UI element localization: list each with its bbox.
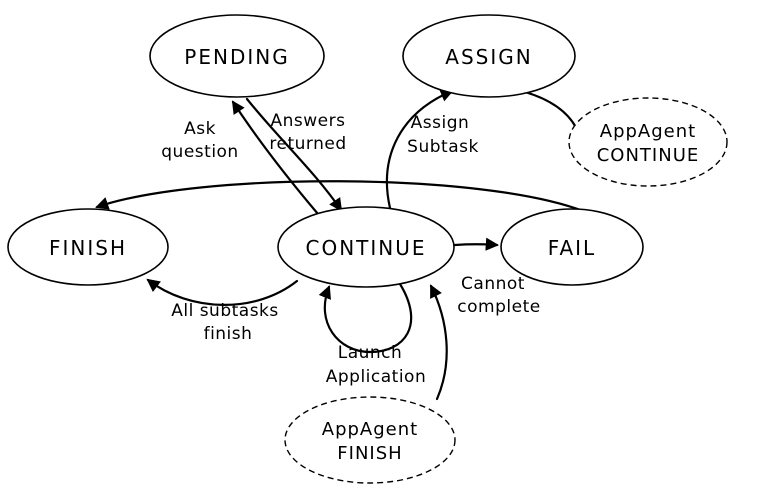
fail-ellipse — [500, 208, 644, 286]
state-appagent-finish-node: AppAgent FINISH — [284, 396, 456, 484]
appagent-finish-ellipse — [284, 396, 456, 484]
state-assign-node: ASSIGN — [402, 14, 576, 98]
edge-label-launch-application-line1: Launch — [338, 343, 403, 363]
state-continue-node: CONTINUE — [277, 206, 455, 288]
edge-label-assign-subtask-line2: Subtask — [407, 137, 479, 157]
edge-appagent-finish-to-continue — [429, 284, 448, 401]
edge-label-cannot-complete-line2: complete — [457, 297, 540, 317]
edge-continue-to-pending — [231, 100, 320, 216]
edge-label-answers-returned-line1: Answers — [271, 111, 346, 131]
continue-ellipse — [277, 206, 455, 288]
nodes-layer: PENDING ASSIGN FINISH CONTINUE FAIL AppA — [7, 14, 728, 484]
edges-layer — [95, 89, 589, 401]
finish-label: FINISH — [49, 236, 127, 260]
edge-label-cannot-complete-line1: Cannot — [461, 274, 525, 294]
assign-ellipse — [402, 14, 576, 98]
finish-ellipse — [7, 208, 169, 286]
edge-continue-to-finish — [146, 278, 299, 306]
edge-pending-to-continue — [245, 97, 343, 212]
edge-label-assign-subtask-line1: Assign — [411, 113, 470, 133]
appagent-continue-ellipse — [568, 97, 728, 187]
edge-label-ask-question-line1: Ask — [184, 119, 216, 139]
continue-label: CONTINUE — [305, 236, 426, 260]
appagent-continue-label-line1: AppAgent — [600, 121, 696, 142]
edge-continue-to-fail — [453, 237, 499, 251]
edge-label-all-subtasks-finish-line2: finish — [204, 324, 253, 344]
edge-label-all-subtasks-finish-line1: All subtasks — [171, 301, 279, 321]
edge-label-ask-question-line2: question — [161, 142, 238, 162]
edge-labels-layer: Ask question Answers returned Assign Sub… — [161, 111, 540, 387]
edge-label-answers-returned-line2: returned — [269, 134, 346, 154]
edge-label-launch-application-line2: Application — [326, 367, 427, 387]
fail-label: FAIL — [548, 236, 596, 260]
appagent-finish-label-line1: AppAgent — [322, 419, 418, 440]
pending-label: PENDING — [184, 45, 289, 69]
appagent-continue-label-line2: CONTINUE — [597, 145, 700, 166]
edge-continue-self-loop — [318, 282, 413, 354]
edge-fail-to-finish — [95, 180, 585, 213]
state-fail-node: FAIL — [500, 208, 644, 286]
state-appagent-continue-node: AppAgent CONTINUE — [568, 97, 728, 187]
assign-label: ASSIGN — [445, 45, 532, 69]
pending-ellipse — [149, 14, 325, 98]
appagent-finish-label-line2: FINISH — [337, 443, 402, 464]
state-pending-node: PENDING — [149, 14, 325, 98]
edge-continue-to-assign — [385, 89, 454, 210]
state-finish-node: FINISH — [7, 208, 169, 286]
